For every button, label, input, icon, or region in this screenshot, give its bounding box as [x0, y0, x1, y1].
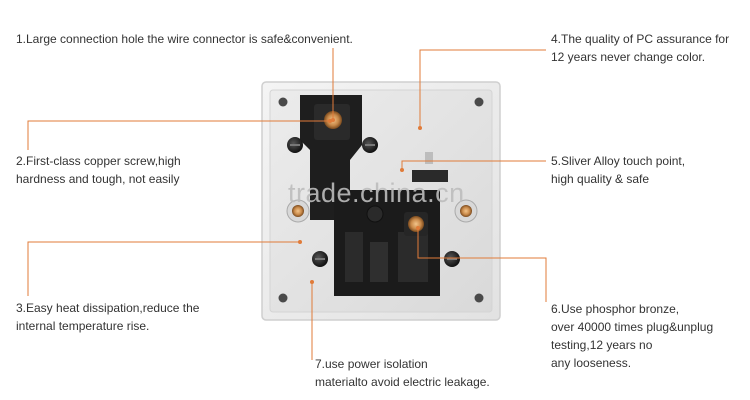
- callout-3: 3.Easy heat dissipation,reduce the inter…: [16, 301, 200, 333]
- callout-6: 6.Use phosphor bronze, over 40000 times …: [551, 302, 714, 370]
- watermark-text: trade.china.cn: [288, 178, 465, 208]
- callout-1: 1.Large connection hole the wire connect…: [16, 32, 353, 46]
- callout-2: 2.First-class copper screw,high hardness…: [16, 154, 181, 186]
- callout-4: 4.The quality of PC assurance for 12 yea…: [551, 32, 730, 64]
- callout-7: 7.use power isolation materialto avoid e…: [315, 357, 490, 389]
- callout-5: 5.Sliver Alloy touch point, high quality…: [551, 154, 686, 186]
